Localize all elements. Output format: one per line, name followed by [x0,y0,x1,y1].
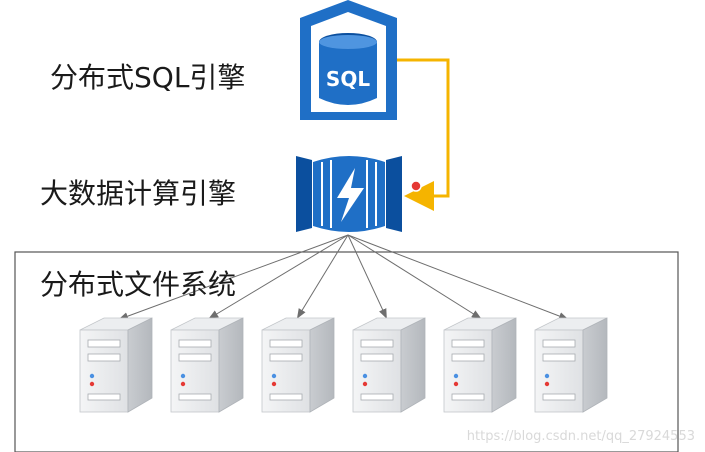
distribution-arrows [118,234,569,320]
arrow-to-server-4 [347,234,387,319]
watermark: https://blog.csdn.net/qq_27924553 [466,429,695,444]
arrow-to-server-3 [296,234,349,319]
sql-database-icon: SQL [300,0,397,120]
bigdata-engine-label: 大数据计算引擎 [40,177,237,210]
sql-engine-label: 分布式SQL引擎 [50,61,246,94]
sql-to-engine-connector [397,58,450,211]
server-row [79,317,608,413]
arrow-to-server-2 [208,234,349,320]
file-system-box [14,251,679,452]
arrow-to-server-1 [118,234,349,320]
arrow-to-server-6 [347,234,569,320]
server-icon [261,317,335,413]
server-icon [170,317,244,413]
arrow-to-server-5 [347,234,482,320]
sql-icon-text: SQL [326,67,370,91]
server-icon [534,317,608,413]
server-icon [79,317,153,413]
pointer-dot [410,180,422,192]
stream-analytics-icon [296,156,402,232]
server-icon [443,317,517,413]
file-system-label: 分布式文件系统 [40,268,237,301]
server-icon [352,317,426,413]
